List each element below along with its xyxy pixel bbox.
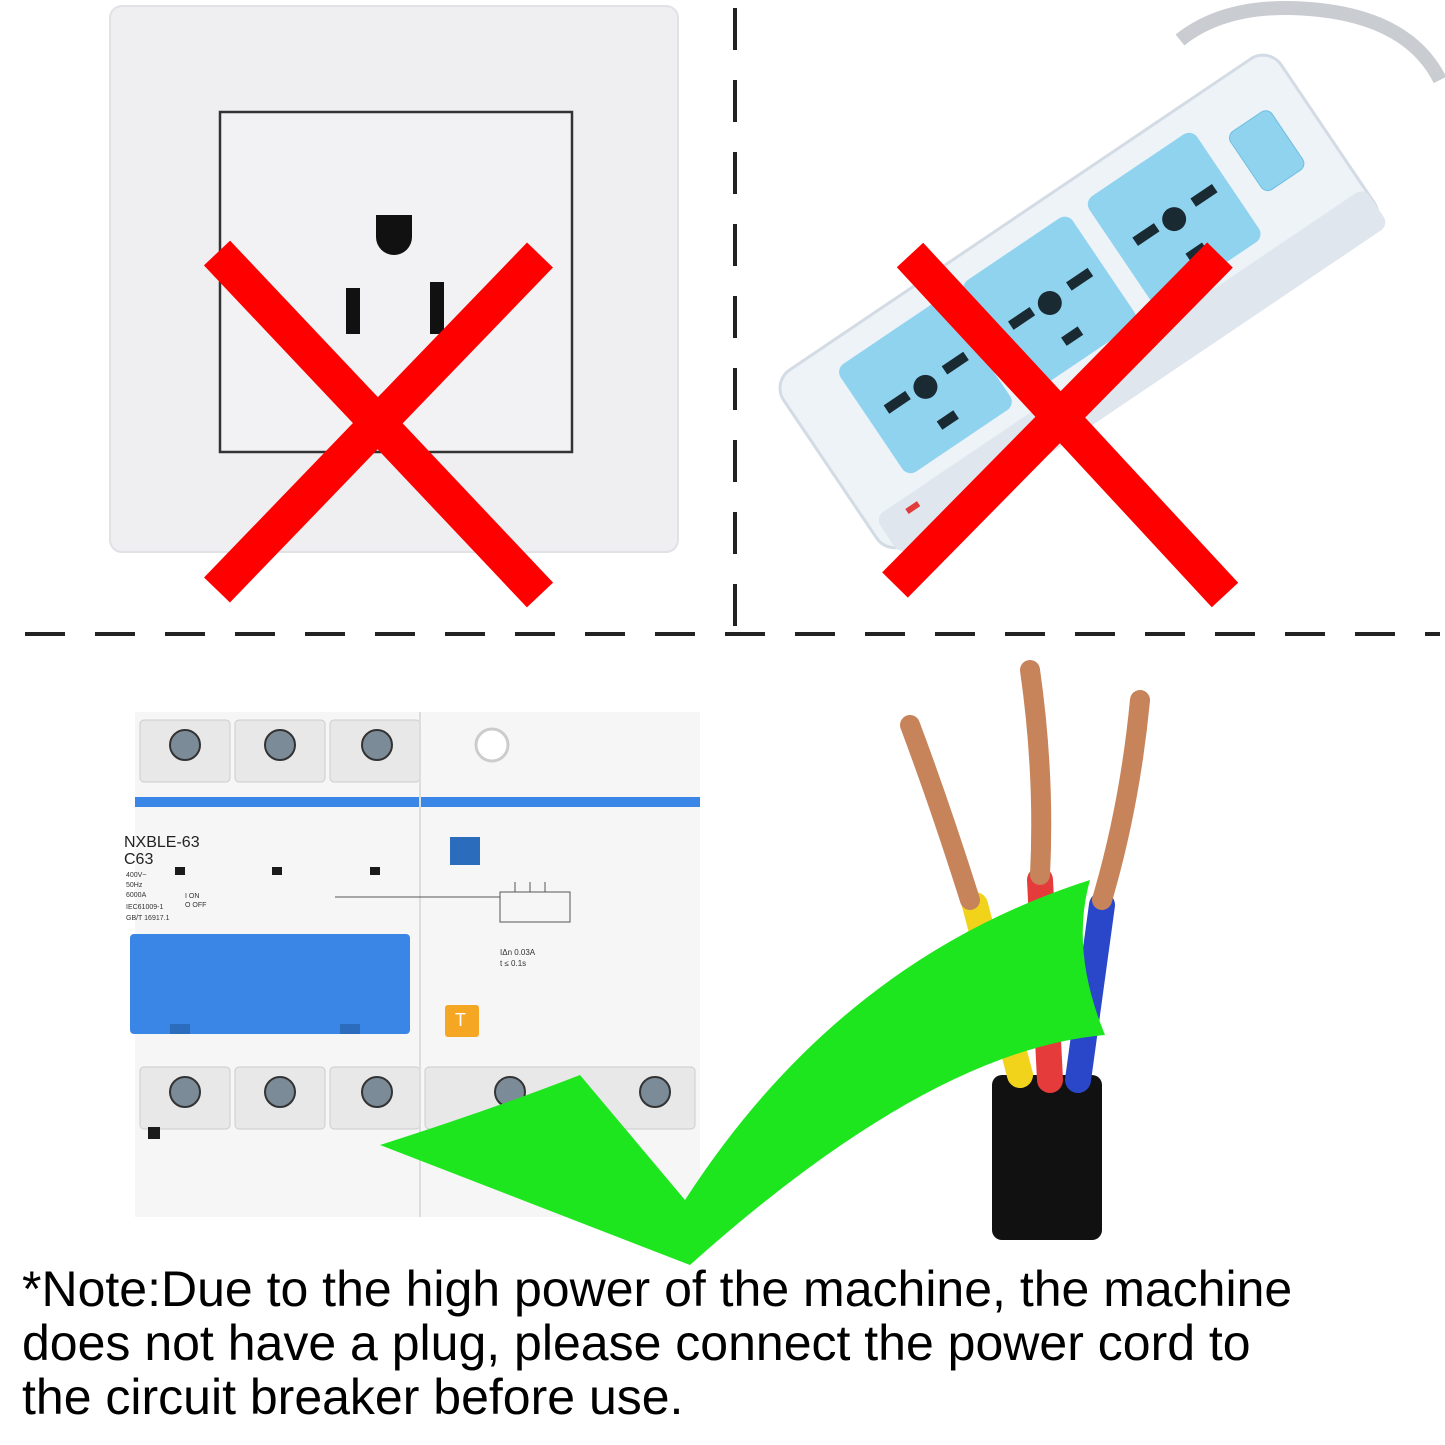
breaker-on-label: I ON	[185, 893, 200, 900]
breaker-spec-line: GB/T 16917.1	[126, 915, 170, 922]
breaker-off-label: O OFF	[185, 902, 207, 909]
breaker-spec-line: IEC61009-1	[126, 904, 164, 911]
cross-icon	[203, 240, 554, 608]
breaker-spec-line: 50Hz	[126, 882, 143, 889]
breaker-spec-line: 6000A	[126, 892, 147, 899]
rcd-spec-line: IΔn 0.03A	[500, 948, 536, 957]
note-line: the circuit breaker before use.	[22, 1369, 684, 1425]
checkmark-icon	[380, 880, 1105, 1265]
note-line: does not have a plug, please connect the…	[22, 1315, 1251, 1371]
rcd-spec-line: t ≤ 0.1s	[500, 959, 527, 968]
divider-lines	[25, 8, 1440, 636]
breaker-rating-label: C63	[124, 851, 154, 868]
breaker-spec-line: 400V~	[126, 872, 147, 879]
note-line: *Note:Due to the high power of the machi…	[22, 1261, 1293, 1317]
test-button-label: T	[455, 1010, 466, 1030]
installation-note: *Note:Due to the high power of the machi…	[22, 1262, 1437, 1424]
breaker-model-label: NXBLE-63	[124, 834, 200, 851]
cross-icon	[882, 242, 1239, 608]
